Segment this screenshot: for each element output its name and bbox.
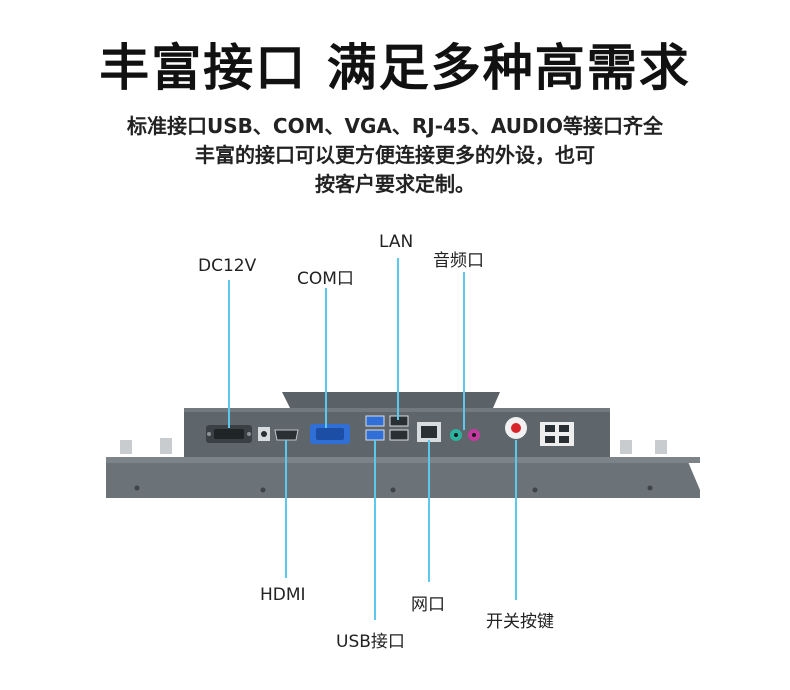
description-line-2: 丰富的接口可以更方便连接更多的外设，也可 [195, 143, 595, 167]
label-dc12v: DC12V [198, 256, 257, 276]
device-body [106, 457, 700, 498]
label-usb: USB接口 [336, 632, 405, 652]
screw [134, 485, 140, 491]
page-title: 丰富接口 满足多种高需求 [99, 39, 691, 97]
usb-port [365, 415, 385, 427]
screw [260, 487, 266, 493]
label-com: COM口 [297, 269, 354, 289]
usb-port [365, 429, 385, 441]
screw [390, 487, 396, 493]
label-lan: LAN [379, 232, 414, 252]
usb-port [389, 429, 409, 441]
label-hdmi: HDMI [260, 585, 306, 605]
left-hinge-tab [120, 440, 132, 454]
stand-bracket [282, 392, 500, 408]
label-audio: 音频口 [433, 251, 484, 271]
hdmi-port [274, 429, 299, 441]
right-hinge-tab-2 [655, 440, 667, 454]
description-line-3: 按客户要求定制。 [315, 172, 475, 196]
description-line-1: 标准接口USB、COM、VGA、RJ-45、AUDIO等接口齐全 [127, 114, 663, 138]
left-hinge-tab-2 [160, 438, 172, 454]
label-power-button: 开关按键 [486, 612, 554, 632]
right-hinge-tab [620, 440, 632, 454]
description: 标准接口USB、COM、VGA、RJ-45、AUDIO等接口齐全 丰富的接口可以… [0, 112, 790, 199]
label-network: 网口 [411, 595, 445, 615]
screw [647, 485, 653, 491]
screw [532, 487, 538, 493]
